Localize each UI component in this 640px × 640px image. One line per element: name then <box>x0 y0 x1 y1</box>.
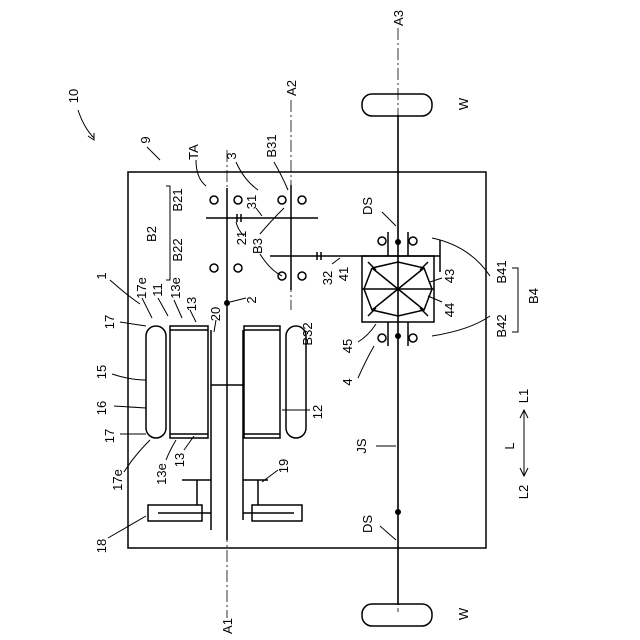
label-b21: B21 <box>170 188 185 211</box>
leader-3 <box>236 162 258 190</box>
label-b3: B3 <box>250 238 265 254</box>
leader-43 <box>430 278 442 282</box>
leader-ta <box>196 160 206 186</box>
bearing-b22-left <box>210 264 218 272</box>
label-b32: B32 <box>300 322 315 345</box>
label-13e-top: 13e <box>168 277 183 299</box>
label-b2: B2 <box>144 226 159 242</box>
label-b22: B22 <box>170 238 185 261</box>
label-17e-bottom: 17e <box>110 469 125 491</box>
label-3: 3 <box>224 152 239 159</box>
leader-44 <box>428 296 442 302</box>
label-16: 16 <box>94 401 109 415</box>
label-13-bottom: 13 <box>172 453 187 467</box>
label-ds-top: DS <box>360 197 375 215</box>
ds-bottom-dot <box>395 509 401 515</box>
label-1: 1 <box>94 272 109 279</box>
label-44: 44 <box>442 303 457 317</box>
label-l1: L1 <box>516 389 531 403</box>
label-13e-bottom: 13e <box>154 463 169 485</box>
label-w-top: W <box>456 97 471 110</box>
bearing-b41-right <box>409 237 417 245</box>
label-20: 20 <box>208 307 223 321</box>
label-17-top: 17 <box>102 315 117 329</box>
wheel-bottom <box>362 604 432 626</box>
label-43: 43 <box>442 269 457 283</box>
leader-45 <box>358 324 376 342</box>
label-41: 41 <box>336 267 351 281</box>
label-32: 32 <box>320 271 335 285</box>
leader-ds-bottom <box>380 526 396 540</box>
label-b4: B4 <box>526 288 541 304</box>
shaft2-dot <box>224 300 230 306</box>
bearing-b31-right <box>298 196 306 204</box>
label-13-top: 13 <box>184 297 199 311</box>
label-18: 18 <box>94 539 109 553</box>
label-ds-bottom: DS <box>360 515 375 533</box>
leader-16 <box>114 406 146 408</box>
leader-11 <box>158 298 168 316</box>
label-10: 10 <box>66 89 81 103</box>
label-l2: L2 <box>516 485 531 499</box>
label-b31: B31 <box>264 134 279 157</box>
leader-10 <box>78 110 94 138</box>
label-45: 45 <box>340 339 355 353</box>
coil-left <box>146 326 166 438</box>
label-11: 11 <box>150 283 165 297</box>
label-31: 31 <box>244 195 259 209</box>
label-19: 19 <box>276 459 291 473</box>
bearing-b42-right <box>409 334 417 342</box>
leader-41 <box>332 258 340 264</box>
label-4: 4 <box>340 378 355 385</box>
label-9: 9 <box>138 136 153 143</box>
leader-17-top <box>120 322 146 326</box>
leader-17e-top <box>142 298 152 318</box>
label-12: 12 <box>310 405 325 419</box>
bearing-b41-left <box>378 237 386 245</box>
label-ta: TA <box>186 144 201 160</box>
label-js: JS <box>354 438 369 454</box>
wheel-top <box>362 94 432 116</box>
bearing-b21-right <box>234 196 242 204</box>
leader-18 <box>108 516 146 538</box>
label-a3: A3 <box>391 10 406 26</box>
label-a1: A1 <box>220 618 235 634</box>
bearing-b22-right <box>234 264 242 272</box>
label-l: L <box>502 442 517 449</box>
label-w-bottom: W <box>456 607 471 620</box>
leader-4 <box>358 346 374 378</box>
bearing-b42-left <box>378 334 386 342</box>
label-21: 21 <box>234 231 249 245</box>
leader-15 <box>112 374 146 380</box>
ds-top-dot <box>395 239 401 245</box>
leader-13e-top <box>174 300 182 318</box>
leader-b31 <box>274 162 288 190</box>
leader-b4 <box>512 268 518 332</box>
ds-mid-dot <box>395 333 401 339</box>
housing-outline <box>128 172 486 548</box>
label-17e-top: 17e <box>134 277 149 299</box>
leader-b3 <box>260 208 284 234</box>
bearing-b31-left <box>278 196 286 204</box>
leader-9 <box>147 147 160 160</box>
bearing-b21-left <box>210 196 218 204</box>
label-a2: A2 <box>284 80 299 96</box>
label-b41: B41 <box>494 260 509 283</box>
label-2: 2 <box>244 296 259 303</box>
leader-b42 <box>432 316 490 336</box>
bearing-b32-right <box>298 272 306 280</box>
leader-ds-top <box>382 212 396 226</box>
stator-core-right <box>244 326 280 438</box>
label-17-bottom: 17 <box>102 429 117 443</box>
stator-core-left <box>170 326 208 438</box>
label-15: 15 <box>94 365 109 379</box>
label-b42: B42 <box>494 314 509 337</box>
